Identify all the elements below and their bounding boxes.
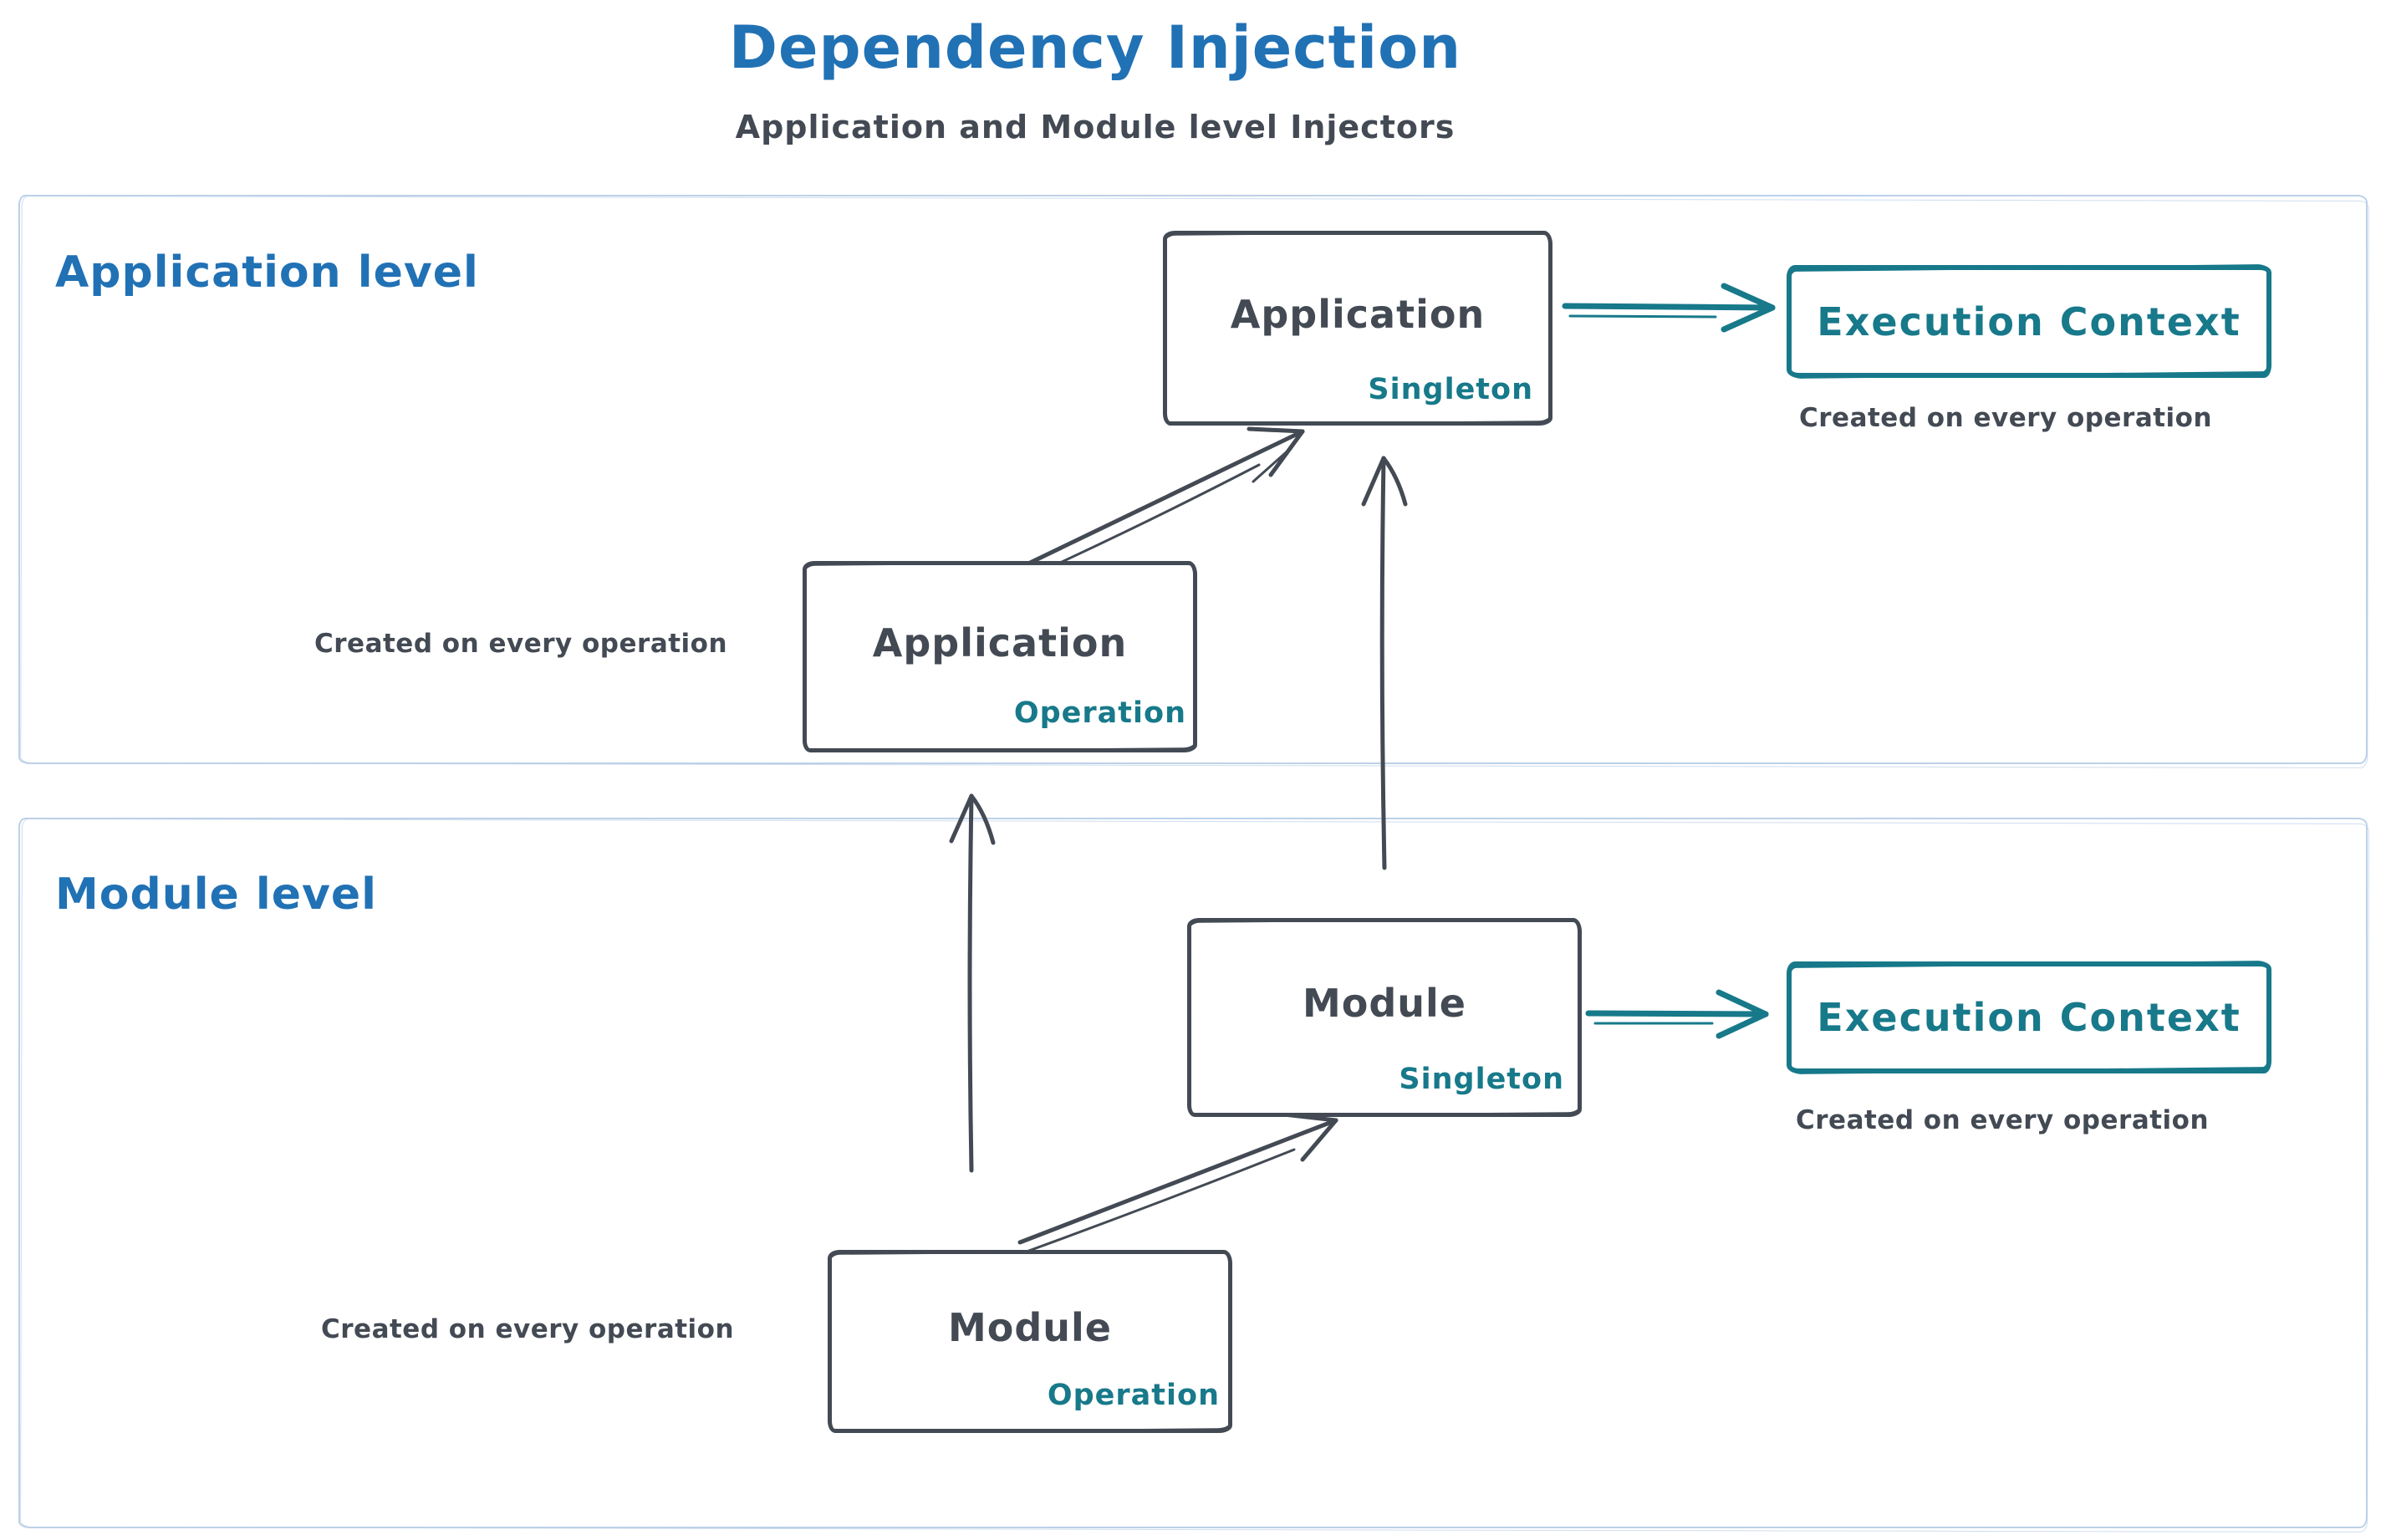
caption-execution-context-module: Created on every operation [1796, 1105, 2210, 1135]
node-module-operation: Module Operation [828, 1250, 1232, 1433]
execution-context-module: Execution Context [1787, 961, 2271, 1073]
node-application-singleton: Application Singleton [1163, 231, 1552, 426]
execution-context-module-label: Execution Context [1817, 995, 2241, 1040]
execution-context-application: Execution Context [1787, 265, 2271, 378]
node-application-operation: Application Operation [803, 561, 1197, 752]
application-level-container [18, 195, 2368, 764]
node-module-singleton-scope: Singleton [1399, 1063, 1564, 1096]
node-module-singleton: Module Singleton [1187, 918, 1582, 1117]
node-application-operation-label: Application [872, 620, 1128, 665]
page-title: Dependency Injection [728, 13, 1462, 82]
execution-context-application-label: Execution Context [1817, 298, 2241, 344]
node-application-singleton-scope: Singleton [1368, 373, 1533, 406]
application-level-label: Application level [55, 247, 479, 298]
page-subtitle: Application and Module level Injectors [735, 109, 1456, 145]
caption-application-operation: Created on every operation [314, 629, 728, 659]
node-module-singleton-label: Module [1302, 981, 1467, 1026]
node-module-operation-scope: Operation [1047, 1379, 1220, 1412]
module-level-container [18, 818, 2368, 1528]
caption-module-operation: Created on every operation [321, 1314, 735, 1344]
node-application-singleton-label: Application [1230, 291, 1486, 337]
node-module-operation-label: Module [947, 1304, 1113, 1350]
node-application-operation-scope: Operation [1013, 696, 1186, 730]
caption-execution-context-application: Created on every operation [1799, 403, 2213, 433]
module-level-label: Module level [55, 869, 377, 920]
